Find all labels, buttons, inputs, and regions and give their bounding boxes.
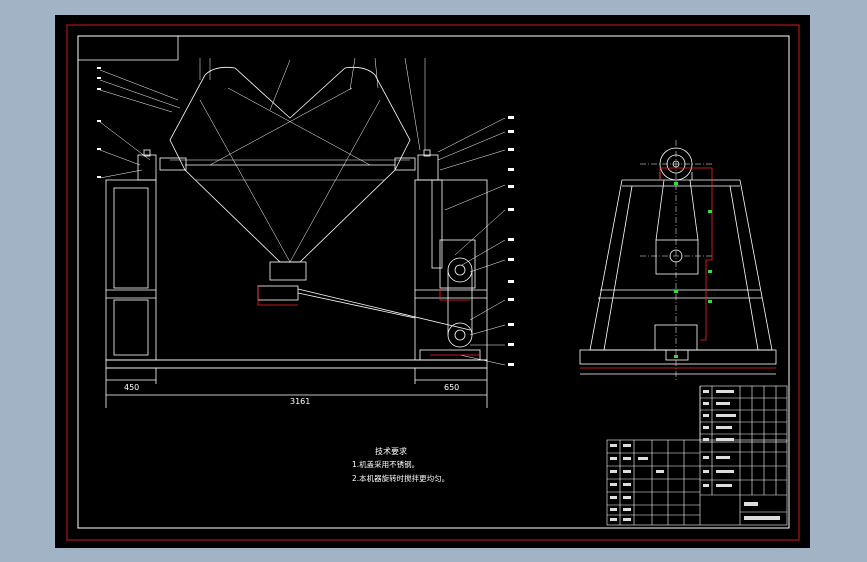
front-view [99, 57, 506, 408]
drawing-sheet [55, 15, 810, 548]
tech-requirements-title: 技术要求 [375, 446, 407, 456]
sheet-border-red [66, 24, 800, 541]
dimension-left: 450 [124, 383, 139, 392]
side-view [579, 140, 777, 382]
side-view-markers [674, 182, 712, 358]
tech-requirements-line-2: 2.本机器旋转时搅拌更均匀。 [352, 473, 449, 483]
corner-box [78, 36, 179, 61]
title-block-text-marks [610, 390, 780, 521]
tech-requirements-line-1: 1.机盖采用不锈钢。 [352, 459, 419, 469]
dimension-total: 3161 [290, 397, 310, 406]
side-view-accents [580, 167, 776, 369]
title-block [606, 385, 788, 526]
front-view-accents [257, 286, 480, 356]
dimension-right: 650 [444, 383, 459, 392]
part-callouts [97, 67, 514, 366]
sheet-border-inner [77, 35, 790, 529]
